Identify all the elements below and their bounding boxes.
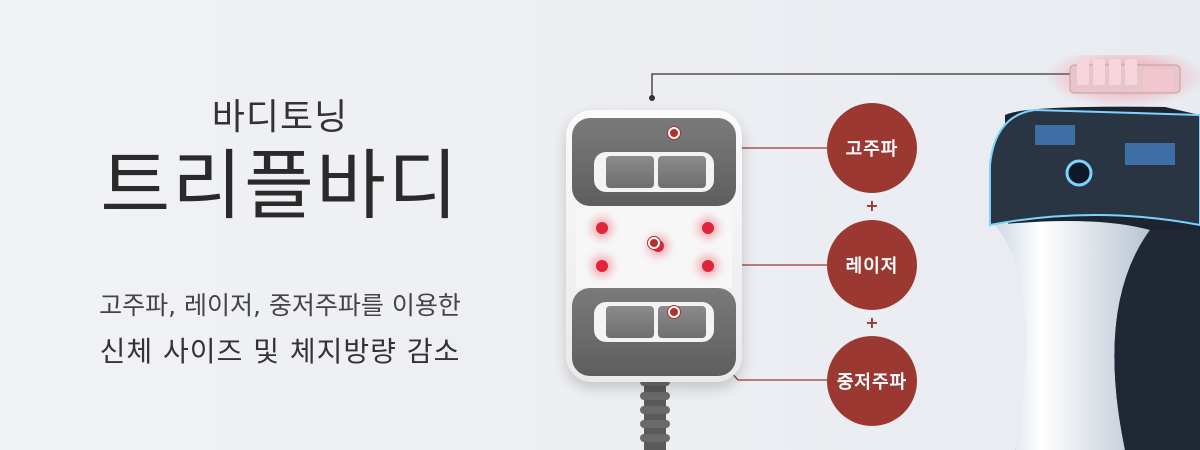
plus-sign: + (865, 313, 879, 332)
description-line-2: 신체 사이즈 및 체지방량 감소 (99, 335, 461, 368)
plus-sign: + (865, 196, 879, 215)
description-line-1: 고주파, 레이저, 중저주파를 이용한 (99, 291, 461, 320)
laser-led (702, 260, 714, 272)
rf-marker-dot (668, 127, 680, 139)
laser-marker-dot (648, 237, 660, 249)
title: 트리플바디 (100, 141, 460, 230)
feature-bubble-laser: 레이저 (827, 220, 917, 310)
feature-label: 고주파 (845, 139, 899, 160)
ems-marker-dot (668, 306, 680, 318)
laser-led (596, 260, 608, 272)
feature-label: 레이저 (845, 256, 899, 277)
handpiece-controller (566, 110, 742, 382)
subtitle: 바디토닝 (211, 97, 349, 138)
laser-panel (576, 206, 732, 288)
laser-led (702, 222, 714, 234)
top-right-pad (658, 156, 706, 188)
bottom-frame (572, 288, 736, 376)
remote-cable (640, 372, 670, 450)
top-left-pad (606, 156, 654, 188)
bottom-right-pad (658, 306, 706, 338)
device-illustration (989, 55, 1200, 450)
bottom-left-pad (606, 306, 654, 338)
device-connector-dot (649, 95, 655, 101)
top-frame (572, 118, 736, 206)
feature-label: 중저주파 (836, 372, 908, 393)
laser-led (596, 222, 608, 234)
text-block: 바디토닝 트리플바디 고주파, 레이저, 중저주파를 이용한 신체 사이즈 및 … (0, 0, 560, 450)
feature-bubble-ems: 중저주파 (827, 336, 917, 426)
feature-bubble-rf: 고주파 (827, 103, 917, 193)
